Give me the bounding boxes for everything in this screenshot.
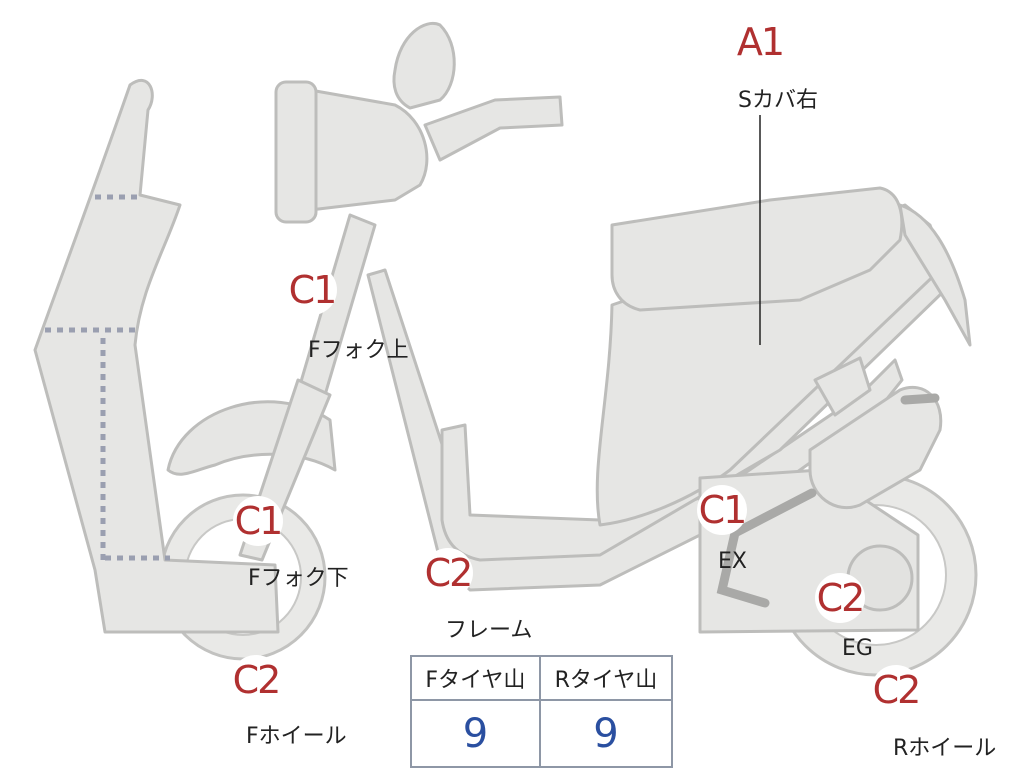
label-f-fork-upper: Fフォク上 <box>308 338 409 363</box>
tread-depth-table: Fタイヤ山 Rタイヤ山 9 9 <box>410 655 674 768</box>
front-tread-header: Fタイヤ山 <box>410 655 541 701</box>
label-engine: EG <box>842 636 873 661</box>
marker-c1-fork-upper-badge: C1 <box>287 265 337 315</box>
marker-a1-badge: A1 <box>735 17 785 67</box>
shock-shape <box>808 385 943 510</box>
marker-c2-f-wheel-badge: C2 <box>231 655 281 705</box>
rear-tread-value: 9 <box>538 699 674 768</box>
front-tread-value: 9 <box>410 699 541 768</box>
label-f-wheel: Fホイール <box>246 724 347 749</box>
marker-c1-fork-lower-badge: C1 <box>233 496 283 546</box>
handlebar-shape <box>423 95 564 162</box>
headlight-shape <box>308 88 429 212</box>
seat-shape <box>610 186 904 312</box>
label-f-fork-lower: Fフォク下 <box>248 566 349 591</box>
marker-c2-engine-badge: C2 <box>815 573 865 623</box>
label-exhaust: EX <box>718 549 747 574</box>
label-s-cover-right: Sカバ右 <box>738 88 818 113</box>
tread-value-row: 9 9 <box>410 699 674 768</box>
marker-c1-exhaust-badge: C1 <box>697 485 747 535</box>
label-frame: フレーム <box>445 618 533 643</box>
tread-header-row: Fタイヤ山 Rタイヤ山 <box>410 655 674 701</box>
leg-shield-shape <box>33 78 280 634</box>
label-r-wheel: Rホイール <box>893 736 997 761</box>
rear-tread-header: Rタイヤ山 <box>538 655 674 701</box>
tail-shape <box>898 203 972 347</box>
marker-c2-frame-badge: C2 <box>423 548 473 598</box>
mirror-shape <box>392 22 456 110</box>
exhaust-pipe-shape <box>716 488 817 608</box>
marker-c2-r-wheel-badge: C2 <box>871 665 921 715</box>
